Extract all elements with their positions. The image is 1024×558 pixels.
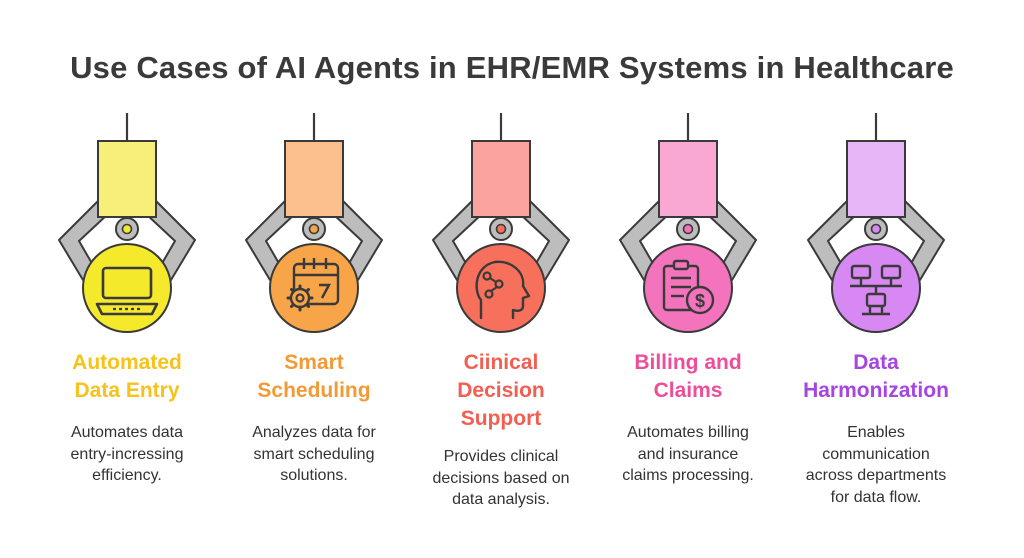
use-case-description: Automates billing and insurance claims pro… [598, 422, 778, 487]
heading-line: Support [460, 407, 542, 430]
description-line: Analyzes data for [252, 424, 376, 441]
heading-line: Scheduling [257, 379, 371, 402]
heading-line: Billing and [634, 351, 742, 374]
description-line: across departments [805, 467, 947, 484]
use-case-description: Analyzes data for smart scheduling solutio… [224, 422, 404, 487]
robotic-claw-graphic [58, 113, 196, 333]
use-case-description: Enables communication across departments fo… [786, 422, 966, 508]
heading-line: Automated [72, 351, 182, 374]
heading-line: Decision [457, 379, 545, 402]
description-line: solutions. [280, 467, 348, 484]
page-title: Use Cases of AI Agents in EHR/EMR System… [70, 50, 954, 85]
heading-line: Claims [653, 379, 723, 402]
description-line: Automates billing [627, 424, 749, 441]
description-line: for data flow. [830, 488, 922, 506]
description-line: Provides clinical [443, 448, 559, 465]
heading-line: Data Entry [74, 379, 180, 402]
svg-text:$: $ [695, 291, 705, 311]
description-line: Automates data [70, 424, 184, 441]
description-line: smart scheduling [253, 445, 375, 463]
description-line: communication [822, 445, 930, 463]
calendar-gear-icon [286, 258, 340, 312]
heading-line: Data [853, 351, 899, 374]
brain-head-icon [475, 260, 531, 320]
heading-line: Harmonization [803, 379, 949, 402]
description-line: claims processing. [622, 467, 754, 484]
use-case-description: Provides clinical decisions based on data … [411, 446, 591, 511]
robotic-claw-graphic [432, 113, 570, 333]
robotic-claw-graphic: $ [619, 113, 757, 333]
description-line: data analysis. [452, 491, 550, 508]
billing-dollar-icon: $ [662, 259, 715, 315]
description-line: efficiency. [92, 467, 162, 484]
description-line: and insurance [637, 445, 739, 463]
heading-line: Smart [284, 351, 344, 374]
use-case-description: Automates data entry-incressing efficiency… [37, 422, 217, 487]
computer-icon [95, 266, 159, 316]
network-tables-icon [850, 264, 902, 316]
heading-line: Ciinical [463, 351, 539, 374]
description-line: decisions based on [432, 469, 570, 487]
robotic-claw-graphic [245, 113, 383, 333]
description-line: Enables [847, 424, 905, 441]
description-line: entry-incressing [70, 445, 184, 463]
robotic-claw-graphic [807, 113, 945, 333]
